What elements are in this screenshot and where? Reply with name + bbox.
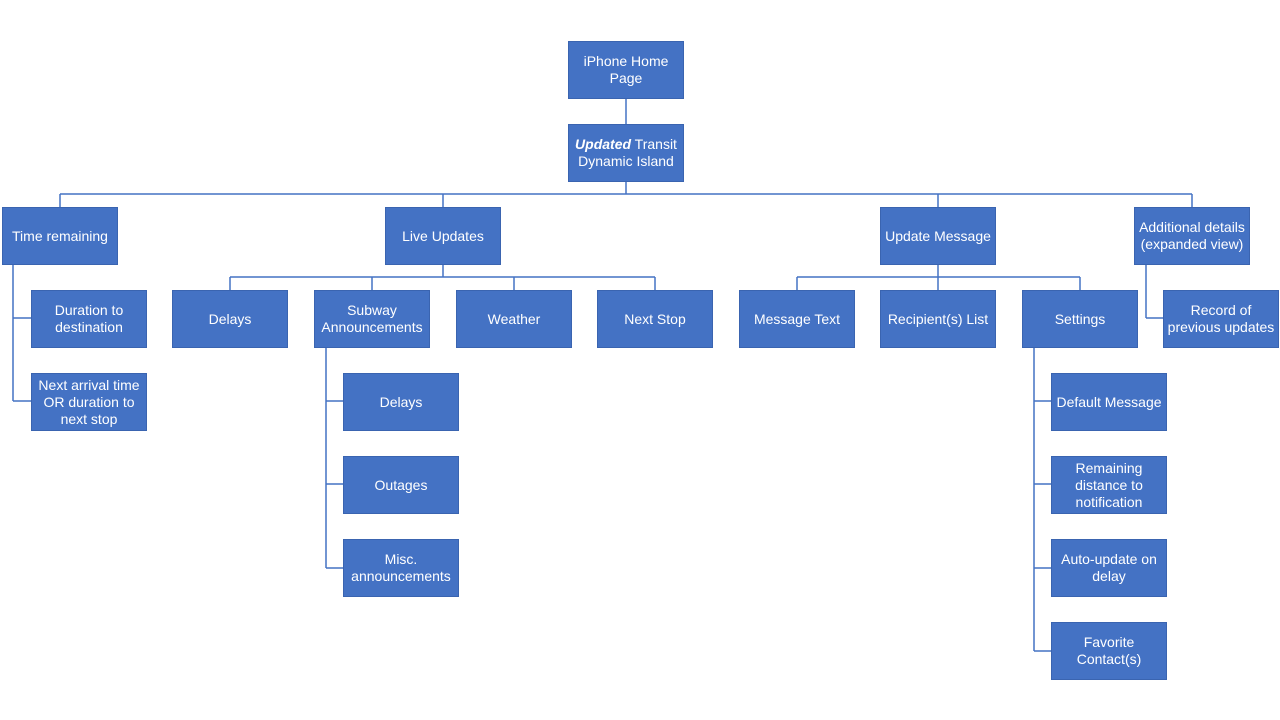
node-label: Outages — [374, 476, 428, 493]
node-label: Time remaining — [12, 227, 108, 244]
node-record-previous-updates: Record of previous updates — [1163, 290, 1279, 348]
node-favorite-contacts: Favorite Contact(s) — [1051, 622, 1167, 680]
node-settings: Settings — [1022, 290, 1138, 348]
node-auto-update: Auto-update on delay — [1051, 539, 1167, 597]
node-duration-to-destination: Duration to destination — [31, 290, 147, 348]
node-next-arrival-time: Next arrival time OR duration to next st… — [31, 373, 147, 431]
node-label: iPhone Home Page — [583, 53, 669, 86]
node-transit-dynamic-island: Updated Transit Dynamic Island — [568, 124, 684, 182]
node-label: Remaining distance to notification — [1075, 459, 1143, 510]
node-live-delays: Delays — [172, 290, 288, 348]
node-next-stop: Next Stop — [597, 290, 713, 348]
node-time-remaining: Time remaining — [2, 207, 118, 265]
node-misc-announcements: Misc. announcements — [343, 539, 459, 597]
node-update-message: Update Message — [880, 207, 996, 265]
node-label: Favorite Contact(s) — [1076, 634, 1142, 667]
node-label: Live Updates — [402, 227, 484, 244]
node-outages: Outages — [343, 456, 459, 514]
node-label: Message Text — [753, 310, 841, 327]
node-label: Next arrival time OR duration to next st… — [38, 376, 140, 427]
node-label: Updated Transit Dynamic Island — [572, 136, 680, 170]
node-subway-announcements: Subway Announcements — [314, 290, 430, 348]
node-additional-details: Additional details (expanded view) — [1134, 207, 1250, 265]
node-message-text: Message Text — [739, 290, 855, 348]
node-label: Weather — [487, 310, 541, 327]
node-label: Update Message — [885, 227, 991, 244]
node-remaining-distance: Remaining distance to notification — [1051, 456, 1167, 514]
node-label: Default Message — [1056, 393, 1162, 410]
node-label: Settings — [1054, 310, 1106, 327]
node-live-updates: Live Updates — [385, 207, 501, 265]
node-label: Subway Announcements — [321, 302, 423, 335]
node-label: Delays — [379, 393, 423, 410]
emphasis-text: Updated — [575, 136, 632, 152]
node-label: Next Stop — [624, 310, 686, 327]
node-label: Auto-update on delay — [1061, 551, 1157, 584]
node-label-rest: Transit Dynamic Island — [578, 136, 677, 169]
node-label: Additional details (expanded view) — [1139, 219, 1245, 252]
node-label: Delays — [208, 310, 252, 327]
node-weather: Weather — [456, 290, 572, 348]
node-subway-delays: Delays — [343, 373, 459, 431]
node-label: Misc. announcements — [351, 551, 451, 584]
node-label: Duration to destination — [54, 302, 124, 335]
node-default-message: Default Message — [1051, 373, 1167, 431]
node-iphone-home-page: iPhone Home Page — [568, 41, 684, 99]
node-label: Record of previous updates — [1167, 302, 1275, 335]
node-label: Recipient(s) List — [887, 310, 989, 327]
node-recipients-list: Recipient(s) List — [880, 290, 996, 348]
